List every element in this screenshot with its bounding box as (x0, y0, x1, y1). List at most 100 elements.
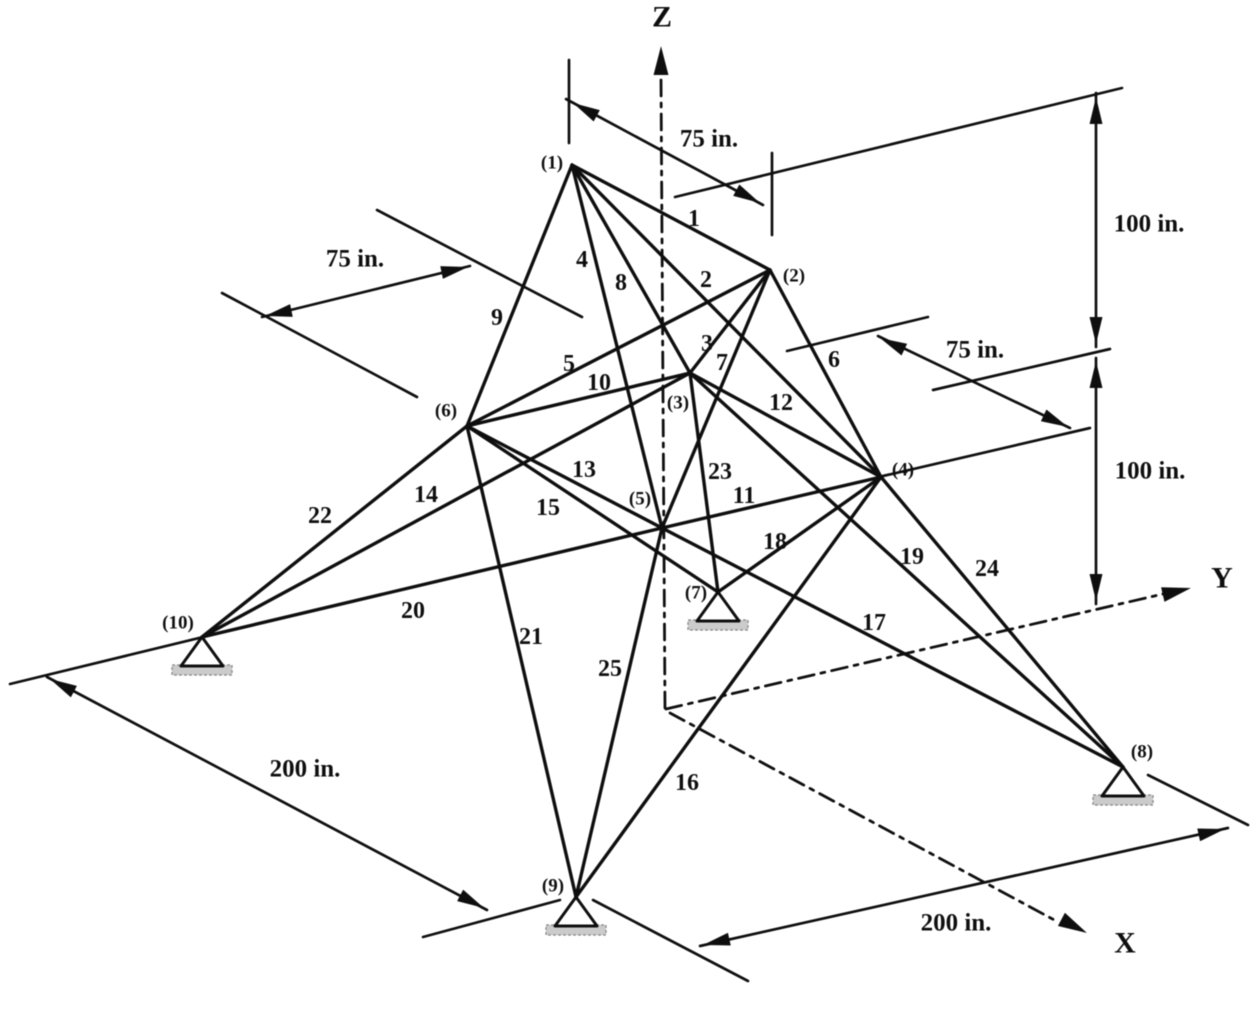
dim-75-left-arrow-icon-0 (265, 304, 293, 317)
y-axis-label: Y (1211, 562, 1233, 595)
support-triangle-icon-9 (553, 895, 599, 928)
member-label-6: 6 (828, 347, 840, 373)
member-line-10 (465, 371, 692, 428)
dim-75-left-seg-2 (260, 264, 472, 319)
dim-100-top-arrow-icon-0 (1089, 97, 1103, 124)
member-label-9: 9 (491, 305, 503, 331)
member-label-24: 24 (975, 556, 999, 582)
member-label-13: 13 (572, 457, 596, 483)
node-label-3: (3) (667, 393, 689, 414)
node-label-1: (1) (541, 153, 563, 174)
member-label-5: 5 (563, 351, 575, 377)
z-axis-line (659, 78, 667, 712)
node-label-4: (4) (892, 460, 914, 481)
member-label-12: 12 (769, 390, 793, 416)
y-axis-arrow-icon (1161, 587, 1191, 602)
dim-100-top-label: 100 in. (1114, 211, 1185, 238)
member-label-7: 7 (716, 350, 728, 376)
member-label-20: 20 (401, 598, 425, 624)
member-line-5 (465, 268, 772, 428)
member-line-8 (570, 163, 692, 375)
dim-75-top-arrow-icon-1 (733, 184, 760, 203)
member-label-23: 23 (708, 459, 732, 485)
member-line-20 (200, 526, 664, 639)
member-line-15 (465, 424, 720, 594)
dim-75-right-seg-2 (881, 426, 1092, 478)
dim-75-top-arrow-icon-0 (573, 103, 600, 122)
member-label-19: 19 (900, 544, 924, 570)
member-line-21 (465, 424, 578, 899)
dim-75-right-seg-3 (876, 334, 1072, 430)
member-label-10: 10 (587, 370, 611, 396)
member-line-12 (688, 371, 883, 479)
dim-100-bottom-arrow-icon-1 (1089, 574, 1103, 601)
support-triangle-icon-7 (695, 590, 741, 623)
member-line-3 (688, 268, 772, 375)
dim-200-left-arrow-icon-0 (50, 679, 77, 698)
support-triangle-icon-8 (1100, 765, 1146, 798)
member-line-4 (570, 163, 664, 530)
member-line-2 (570, 163, 883, 479)
member-line-18 (716, 475, 883, 594)
member-line-9 (465, 163, 574, 428)
member-label-25: 25 (598, 656, 622, 682)
member-label-16: 16 (675, 770, 699, 796)
node-label-2: (2) (783, 266, 805, 287)
member-label-21: 21 (519, 624, 543, 650)
member-label-2: 2 (700, 267, 712, 293)
dim-200-right-seg-1 (1146, 773, 1250, 827)
member-line-22 (200, 424, 469, 639)
z-axis-arrow-icon (653, 46, 669, 75)
member-line-17 (660, 526, 1125, 769)
dim-100-top-arrow-icon-1 (1089, 317, 1103, 344)
member-line-1 (570, 163, 772, 272)
member-label-18: 18 (763, 529, 787, 555)
member-label-8: 8 (615, 270, 627, 296)
member-line-24 (879, 475, 1125, 769)
dim-200-right-label: 200 in. (921, 910, 992, 937)
x-axis-arrow-icon (1057, 912, 1087, 933)
member-line-6 (768, 268, 883, 479)
member-label-4: 4 (576, 247, 588, 273)
dim-200-left-label: 200 in. (270, 756, 341, 783)
node-label-10: (10) (162, 613, 194, 634)
dim-100-bottom-arrow-icon-0 (1089, 361, 1103, 388)
dim-75-top-label: 75 in. (680, 126, 738, 153)
member-label-22: 22 (308, 503, 332, 529)
support-triangle-icon-10 (179, 635, 225, 668)
dim-200-left-seg-0 (8, 628, 234, 686)
dim-200-right-seg-0 (591, 898, 750, 983)
dim-200-left-arrow-icon-1 (457, 889, 484, 908)
x-axis-line (668, 711, 1060, 924)
member-line-16 (574, 475, 883, 899)
member-line-19 (688, 371, 1125, 769)
dim-100-top-seg-1 (673, 86, 1124, 199)
dim-75-right-seg-1 (931, 347, 1112, 392)
dim-200-right-seg-2 (698, 826, 1230, 948)
dim-75-right-arrow-icon-0 (880, 338, 908, 356)
dim-200-left-seg-1 (421, 898, 562, 939)
dim-75-left-seg-1 (220, 291, 419, 399)
member-line-11 (660, 475, 883, 530)
node-label-8: (8) (1131, 742, 1153, 763)
dim-75-left-arrow-icon-1 (440, 266, 468, 279)
node-label-6: (6) (435, 401, 457, 422)
dim-200-right-arrow-icon-1 (1197, 828, 1225, 842)
member-line-23 (688, 371, 720, 594)
y-axis-line (664, 592, 1165, 711)
node-label-5: (5) (629, 489, 651, 510)
dim-100-bottom-label: 100 in. (1115, 458, 1186, 485)
member-label-1: 1 (688, 206, 700, 232)
member-line-14 (200, 371, 692, 639)
dim-75-right-label: 75 in. (946, 337, 1004, 364)
member-line-13 (465, 424, 664, 530)
node-label-7: (7) (685, 583, 707, 604)
z-axis-label: Z (652, 1, 672, 34)
dim-200-right-arrow-icon-0 (703, 932, 731, 946)
dim-75-right-arrow-icon-1 (1040, 409, 1068, 427)
member-label-17: 17 (862, 610, 886, 636)
dim-75-left-seg-0 (375, 208, 584, 319)
member-label-3: 3 (701, 331, 713, 357)
